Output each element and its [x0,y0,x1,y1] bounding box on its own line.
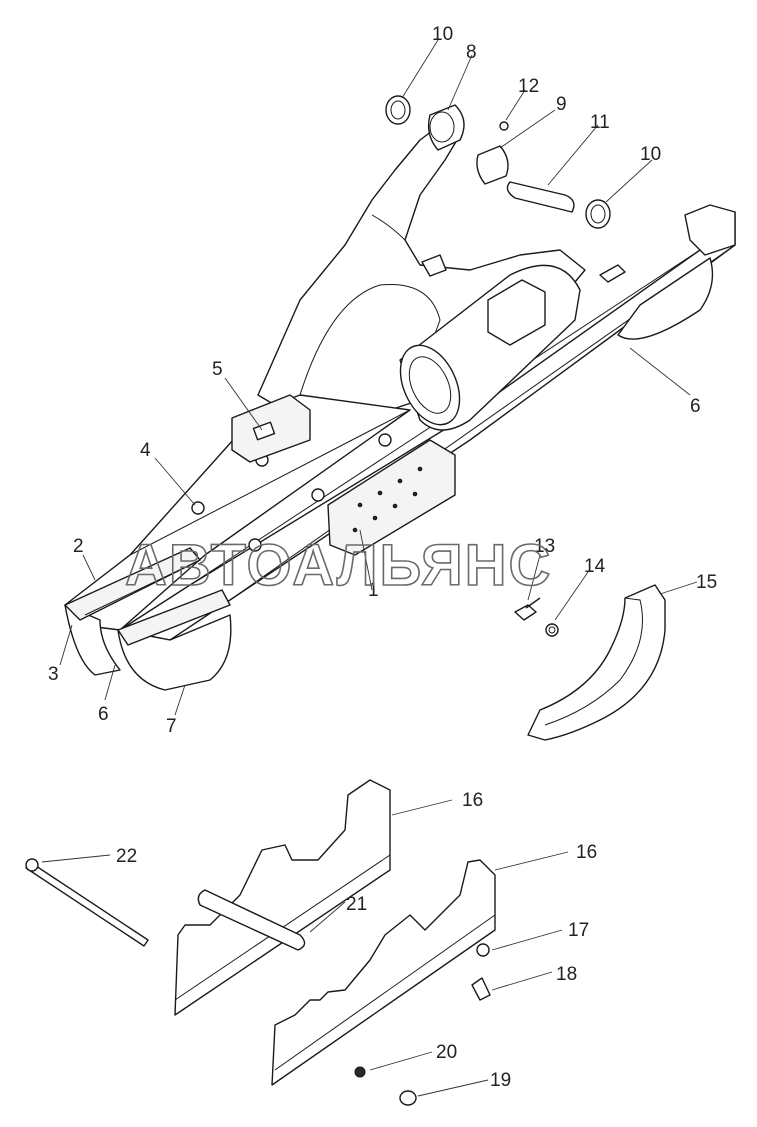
callout-labels: 10 8 12 9 11 10 5 6 4 2 1 13 14 15 3 6 7… [48,24,717,1091]
callout-13: 13 [534,536,555,557]
axle-11 [506,181,575,213]
callout-4: 4 [140,440,151,461]
bushing-10-left [385,95,411,125]
callout-19: 19 [490,1070,511,1091]
left-shoe-6 [64,604,121,676]
bushing-9 [476,145,509,185]
washer-20 [354,1066,366,1078]
callout-22: 22 [116,846,137,867]
callout-20: 20 [436,1042,457,1063]
callout-15: 15 [696,572,717,593]
bolt-13 [514,597,541,621]
callout-16-upper: 16 [462,790,483,811]
callout-2: 2 [73,536,84,557]
washer-17 [476,943,490,957]
right-end-plate [117,589,231,646]
frame-end-block [684,204,736,256]
pin-21 [197,889,306,951]
callout-12: 12 [518,76,539,97]
callout-6-front: 6 [98,704,109,725]
bracket-16-lower [271,859,496,1086]
frame-bracket-a [599,264,626,283]
callout-11: 11 [590,112,610,133]
frame-top-pad [487,279,546,346]
callout-1: 1 [368,580,379,601]
bracket-16-upper [174,779,391,1016]
bolt-18 [471,977,491,1001]
bushing-parts [385,95,611,229]
wear-plate-1 [327,439,456,556]
left-end-plate-2 [64,547,201,621]
callout-17: 17 [568,920,589,941]
callout-7: 7 [166,716,177,737]
rear-shoe-6 [617,257,714,340]
right-shoe-7 [117,614,232,691]
callout-8: 8 [466,42,477,63]
skid-15 [527,584,666,741]
callout-16-lower: 16 [576,842,597,863]
callout-18: 18 [556,964,577,985]
nipple-12 [499,121,509,131]
frame-hub-bore [399,344,461,426]
callout-6-rear: 6 [690,396,701,417]
lower-bracket-assembly [25,779,496,1106]
main-frame-assembly [64,124,736,691]
callout-14: 14 [584,556,606,577]
side-parts [514,584,666,741]
callout-3: 3 [48,664,59,685]
callout-5: 5 [212,359,223,380]
callout-10-top-right: 10 [640,144,661,165]
bushing-10-right [585,199,611,229]
leader-lines [41,39,698,1097]
frame-bracket-b [421,254,447,277]
bolt-22 [25,861,149,947]
watermark-text: АВТОАЛЬЯНС [125,533,552,598]
callout-9: 9 [556,94,567,115]
washer-14 [545,623,559,637]
callout-21: 21 [346,894,367,915]
callout-10-top-left: 10 [432,24,453,45]
bushing-8 [427,104,465,151]
nut-19 [399,1090,417,1106]
